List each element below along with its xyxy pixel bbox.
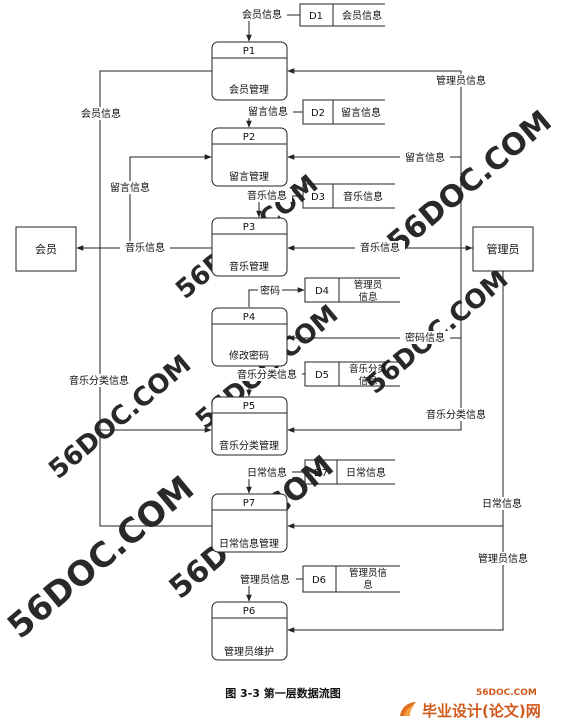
site-logo: 56DOC.COM 毕业设计(论文)网	[398, 688, 563, 720]
store-d1: D1 会员信息	[299, 3, 385, 27]
process-id: P3	[243, 222, 255, 233]
store-d4: D4 管理员信息	[304, 277, 400, 303]
svg-text:D4: D4	[315, 286, 329, 297]
flow-label: 音乐信息	[125, 241, 165, 254]
svg-text:D7: D7	[314, 468, 328, 479]
svg-text:日常信息: 日常信息	[346, 466, 386, 479]
svg-text:会员信息: 会员信息	[342, 9, 382, 22]
flow-label: 管理员信息	[240, 573, 290, 586]
process-name: 修改密码	[229, 349, 269, 362]
process-id: P2	[243, 132, 255, 143]
process-p1: P1 会员管理	[211, 41, 288, 101]
flow-label: 日常信息	[482, 497, 522, 510]
flow-label: 留言信息	[405, 151, 445, 164]
flow-label: 密码	[260, 284, 280, 297]
flow-label: 音乐信息	[360, 241, 400, 254]
flow-label: 留言信息	[110, 181, 150, 194]
flow-label: 音乐信息	[247, 189, 287, 202]
process-p6: P6 管理员维护	[211, 601, 288, 661]
figure-caption: 图 3-3 第一层数据流图	[225, 686, 341, 700]
process-id: P7	[243, 498, 255, 509]
process-name: 管理员维护	[224, 645, 274, 658]
process-p7: P7 日常信息管理	[211, 493, 288, 553]
svg-text:管理员信息: 管理员信息	[354, 279, 383, 303]
svg-text:留言信息: 留言信息	[341, 106, 381, 119]
flow-label: 密码信息	[405, 331, 445, 344]
logo-site-text: 56DOC.COM	[476, 688, 537, 698]
process-name: 日常信息管理	[219, 537, 279, 550]
svg-text:音乐分类信息: 音乐分类信息	[349, 363, 388, 387]
flow-label: 音乐分类信息	[426, 408, 486, 421]
watermark-text: 56DOC.COM	[0, 468, 202, 646]
entity-member-label: 会员	[35, 243, 57, 256]
svg-text:音乐信息: 音乐信息	[343, 190, 383, 203]
entity-admin-label: 管理员	[487, 242, 520, 256]
svg-text:管理员信息: 管理员信息	[349, 567, 387, 591]
logo-badge-icon	[400, 702, 416, 716]
flow-labels: 会员信息 管理员信息 会员信息 留言信息 留言信息 留言信息 音乐信息 音乐信息…	[64, 8, 534, 586]
store-d5: D5 音乐分类信息	[304, 361, 400, 387]
process-p4: P4 修改密码	[211, 307, 288, 367]
svg-text:D3: D3	[311, 192, 325, 203]
process-name: 音乐管理	[229, 260, 269, 273]
process-name: 会员管理	[229, 83, 269, 96]
svg-text:D6: D6	[312, 575, 326, 586]
process-p3: P3 音乐管理	[211, 217, 288, 277]
entity-member	[15, 226, 77, 272]
flow-label: 日常信息	[247, 466, 287, 479]
process-name: 留言管理	[229, 170, 269, 183]
flow-label: 留言信息	[248, 105, 288, 118]
process-id: P1	[243, 46, 255, 57]
process-p5: P5 音乐分类管理	[211, 396, 288, 456]
watermark-text: 56DOC.COM	[43, 349, 197, 485]
svg-text:D2: D2	[311, 108, 325, 119]
store-d6: D6 管理员信息	[302, 565, 400, 593]
svg-text:D5: D5	[315, 370, 329, 381]
svg-text:D1: D1	[309, 11, 323, 22]
flow-label: 音乐分类信息	[69, 374, 129, 387]
flow-label: 会员信息	[242, 8, 282, 21]
process-p2: P2 留言管理	[211, 127, 288, 187]
process-id: P5	[243, 401, 255, 412]
logo-title: 毕业设计(论文)网	[422, 702, 541, 720]
flow-label: 音乐分类信息	[237, 368, 297, 381]
flow-label: 管理员信息	[478, 552, 528, 565]
flow-label: 管理员信息	[436, 74, 486, 87]
process-id: P6	[243, 606, 255, 617]
process-id: P4	[243, 312, 255, 323]
store-d2: D2 留言信息	[302, 99, 385, 125]
entity-admin	[472, 226, 534, 272]
store-d7: D7 日常信息	[304, 459, 395, 485]
process-name: 音乐分类管理	[219, 439, 279, 452]
flow-label: 会员信息	[81, 107, 121, 120]
